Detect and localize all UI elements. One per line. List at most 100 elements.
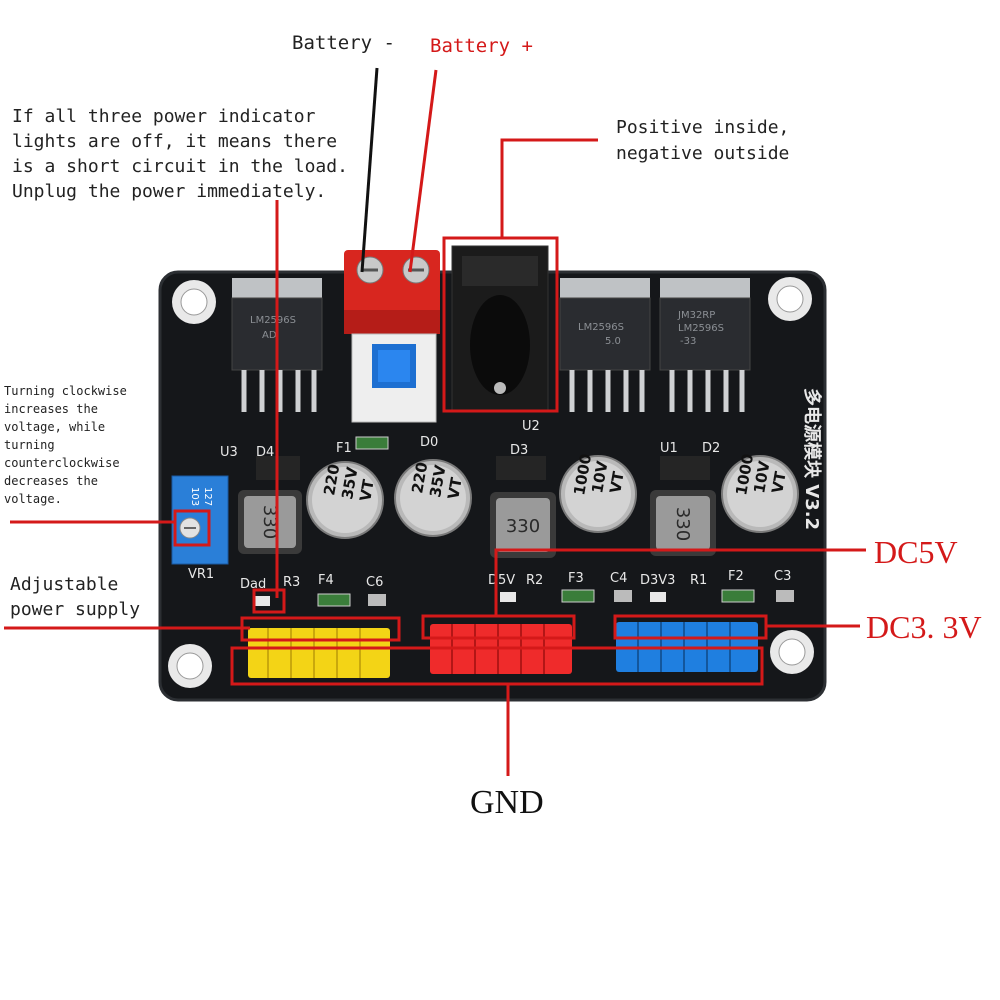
silk-d0: D0 (420, 435, 438, 450)
diode-d2 (660, 456, 710, 480)
warning-line-2: lights are off, it means there (12, 131, 338, 152)
leader-dc5v (494, 548, 866, 616)
leader-battery-minus (360, 67, 379, 273)
fuse-f3 (561, 589, 595, 603)
pot-line-4: turning (4, 438, 55, 452)
smd-c4 (614, 590, 632, 602)
silk-c6: C6 (366, 575, 383, 590)
box-gnd-row (230, 646, 764, 686)
warning-note: If all three power indicator lights are … (12, 104, 348, 204)
cap-220-a-voltage: 35V (338, 465, 361, 501)
cap-220-b-brand: VT (444, 475, 466, 500)
mount-hole-tl (172, 280, 216, 324)
silk-c4: C4 (610, 571, 627, 586)
led-dad (254, 596, 270, 606)
fuse-f4 (317, 593, 351, 607)
pot-line-7: voltage. (4, 492, 62, 506)
ic-u1-sub2: -33 (680, 336, 696, 347)
pot-line-5: counterclockwise (4, 456, 120, 470)
smd-c6 (368, 594, 386, 606)
cap-1000-b-brand: VT (768, 469, 790, 494)
pot-code-2: 103 (189, 487, 200, 506)
leader-battery-plus (408, 69, 438, 273)
inductor-c-label: 330 (672, 507, 693, 541)
dc33v-label: DC3. 3V (866, 609, 982, 645)
dc5v-label: DC5V (874, 534, 958, 570)
battery-minus-label: Battery - (292, 32, 395, 54)
board-title: 多电源模块 V3.2 (801, 388, 823, 530)
leader-dc-jack (500, 138, 598, 238)
silk-f2: F2 (728, 569, 744, 584)
diode-d3 (496, 456, 546, 480)
ic-u2-sub: 5.0 (605, 336, 621, 347)
adjustable-line-1: Adjustable (10, 574, 119, 595)
gnd-label: GND (470, 784, 544, 821)
silk-d4: D4 (256, 445, 274, 460)
led-d3v3 (650, 592, 666, 602)
warning-line-3: is a short circuit in the load. (12, 156, 348, 177)
cap-1000-a-voltage: 10V (588, 459, 611, 495)
pot-code-1: 127 (202, 487, 213, 506)
mount-hole-tr (768, 277, 812, 321)
inductor-b-label: 330 (506, 516, 540, 537)
cap-220-b: 220 35V VT (394, 459, 472, 537)
ic-u1-sub: LM2596S (678, 323, 724, 334)
silk-f3: F3 (568, 571, 584, 586)
cap-1000-a: 1000 10V VT (559, 452, 637, 533)
dc-jack-line-2: negative outside (616, 143, 790, 164)
fuse-f1 (355, 436, 389, 450)
cap-1000-a-brand: VT (606, 469, 628, 494)
led-d5v (500, 592, 516, 602)
box-pot (173, 509, 211, 547)
ic-u3-label: LM2596S (250, 315, 296, 326)
ic-u1-label: JM32RP (677, 310, 715, 321)
inductor-b: 330 (490, 492, 556, 558)
pot-line-3: voltage, while (4, 420, 106, 434)
warning-line-4: Unplug the power immediately. (12, 181, 327, 202)
silk-u1: U1 (660, 441, 678, 456)
mount-hole-br (770, 630, 814, 674)
ic-u2: LM2596S 5.0 (559, 278, 651, 412)
ic-u1: JM32RP LM2596S -33 (659, 278, 751, 412)
pot-line-2: increases the (4, 402, 98, 416)
ic-u3-sub: ADJ (262, 330, 280, 341)
cap-220-a-brand: VT (356, 477, 378, 502)
silk-d2: D2 (702, 441, 720, 456)
silk-d3: D3 (510, 443, 528, 458)
box-led-dad (252, 588, 286, 614)
power-switch (351, 333, 437, 423)
screw-terminal (344, 250, 440, 334)
silk-d5v: D5V (488, 573, 515, 588)
potentiometer-vr1: 127 103 (171, 475, 229, 565)
inductor-a: 330 (238, 490, 302, 554)
silk-d3v3: D3V3 (640, 573, 675, 588)
silk-vr1: VR1 (188, 567, 214, 582)
silk-c3: C3 (774, 569, 791, 584)
silk-u2: U2 (522, 419, 540, 434)
potentiometer-note: Turning clockwise increases the voltage,… (4, 382, 127, 508)
smd-c3 (776, 590, 794, 602)
inductor-a-label: 330 (259, 505, 280, 539)
dc-jack-note: Positive inside, negative outside (616, 115, 789, 167)
mount-hole-bl (168, 644, 212, 688)
pot-line-6: decreases the (4, 474, 98, 488)
inductor-c: 330 (650, 490, 716, 556)
annotation-overlays (4, 69, 866, 776)
ic-u2-label: LM2596S (578, 322, 624, 333)
cap-220-a: 220 35V VT (306, 461, 384, 539)
silk-r3: R3 (283, 575, 300, 590)
silk-r2: R2 (526, 573, 543, 588)
silk-u3: U3 (220, 445, 238, 460)
dc-jack (451, 245, 549, 411)
box-adjustable-top (240, 616, 401, 642)
cap-220-a-value: 220 (320, 463, 343, 497)
cap-1000-b-voltage: 10V (750, 459, 773, 495)
silk-f4: F4 (318, 573, 334, 588)
pot-line-1: Turning clockwise (4, 384, 127, 398)
warning-line-1: If all three power indicator (12, 106, 316, 127)
fuse-f2 (721, 589, 755, 603)
dc-jack-line-1: Positive inside, (616, 117, 790, 138)
cap-220-b-voltage: 35V (426, 463, 449, 499)
adjustable-note: Adjustable power supply (10, 572, 140, 622)
